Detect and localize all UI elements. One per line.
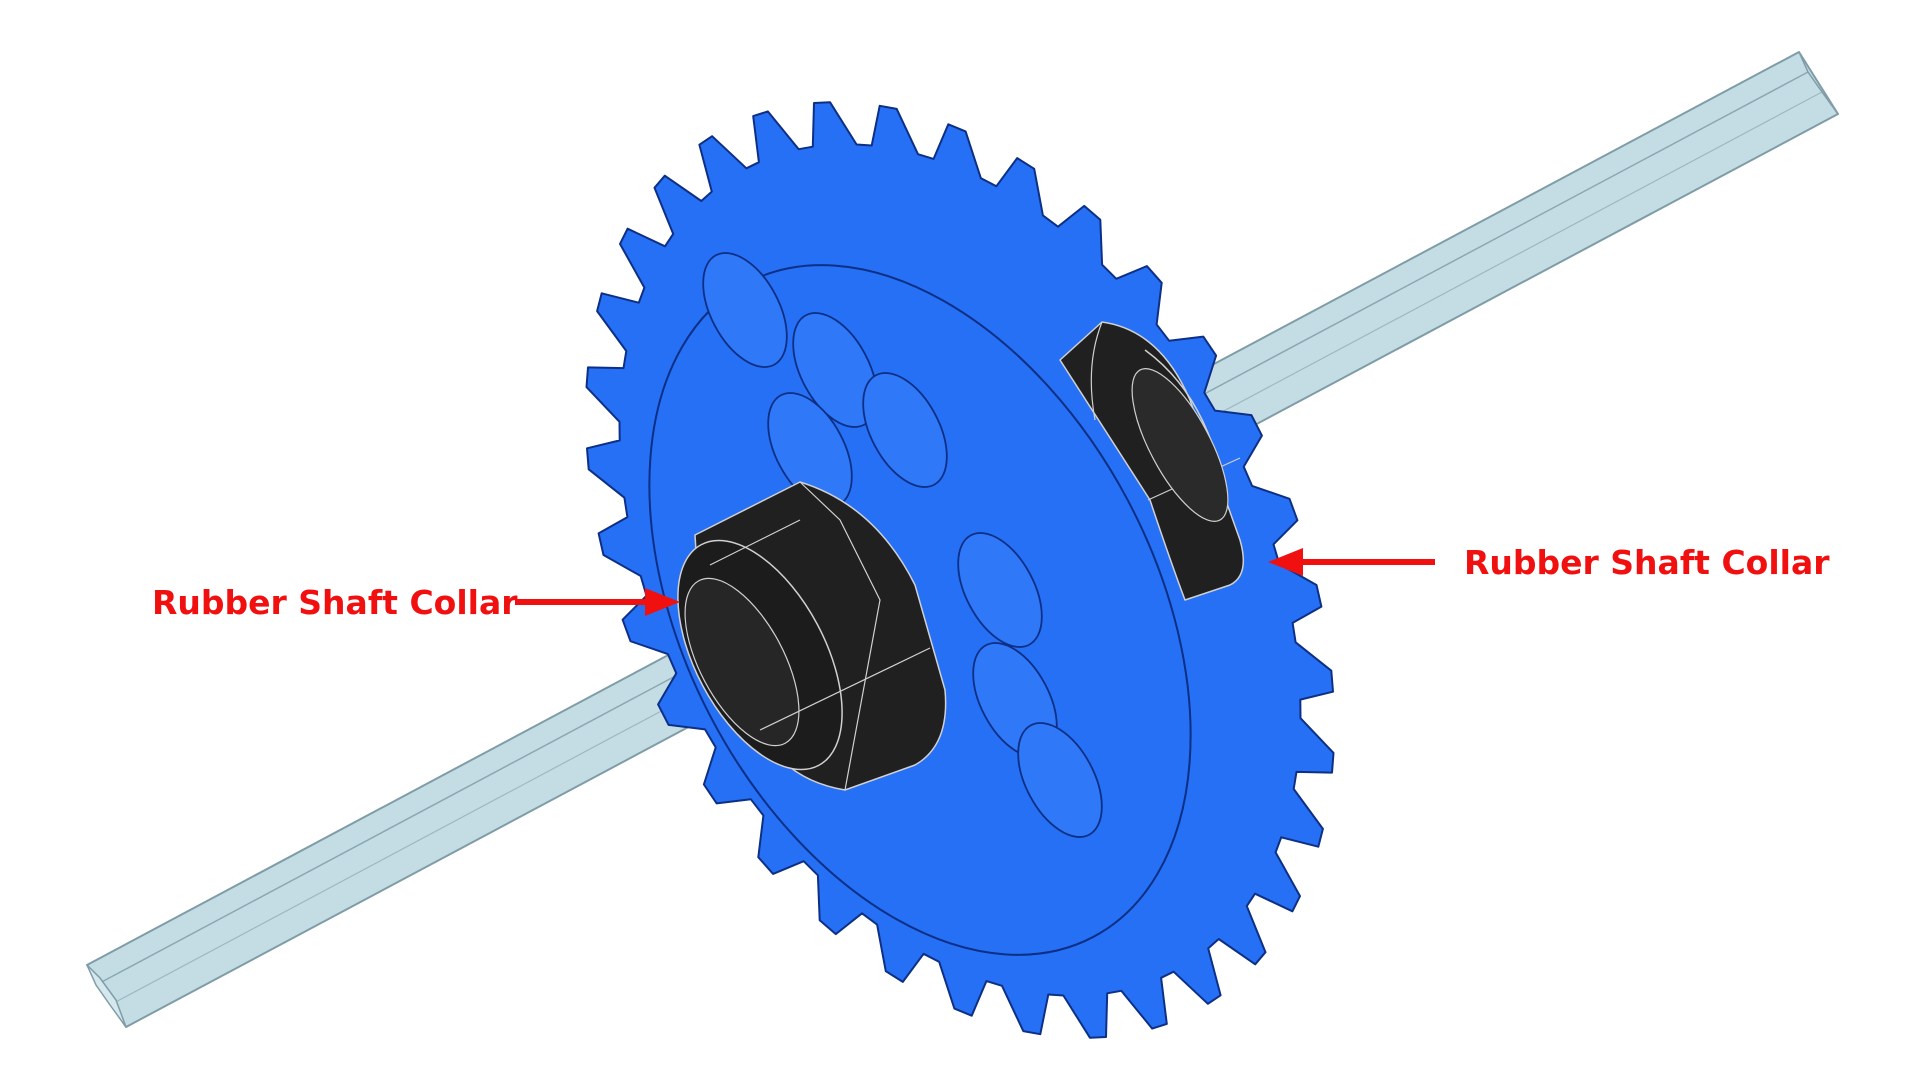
gear-hole <box>862 372 948 488</box>
gear-hole <box>702 252 788 368</box>
gear-hole <box>957 532 1043 648</box>
callout-left-arrow-head <box>645 588 680 616</box>
callout-left: Rubber Shaft Collar <box>152 583 680 622</box>
callout-left-label: Rubber Shaft Collar <box>152 583 518 622</box>
gear-hole <box>792 312 878 428</box>
gear-hole <box>1017 722 1103 838</box>
callout-right-arrow-head <box>1268 548 1303 576</box>
callout-right: Rubber Shaft Collar <box>1268 543 1830 582</box>
rubber-shaft-collar-left <box>677 481 947 791</box>
gear <box>585 101 1335 1039</box>
shaft-end-face <box>86 964 127 1028</box>
rubber-shaft-collar-right <box>1059 321 1245 601</box>
callout-right-label: Rubber Shaft Collar <box>1464 543 1830 582</box>
gear-lightening-holes <box>702 252 1103 838</box>
